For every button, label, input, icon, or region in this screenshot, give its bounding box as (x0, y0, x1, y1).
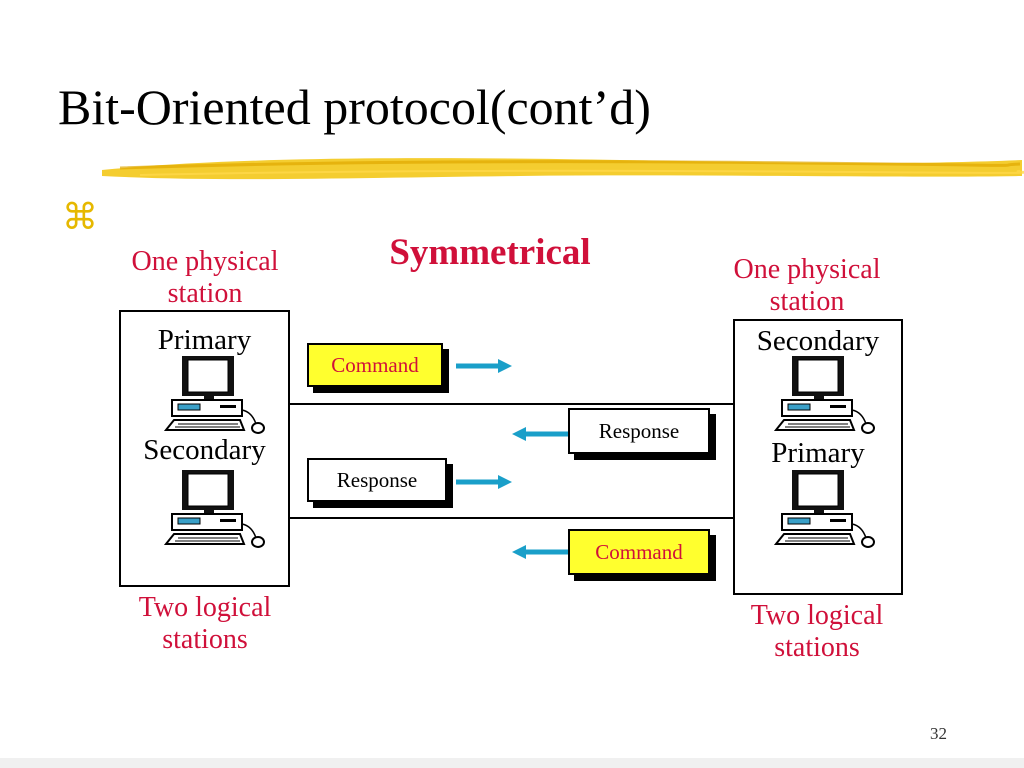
slide-title: Bit-Oriented protocol(cont’d) (58, 79, 651, 135)
right-station-bottom-label: Two logical stations (750, 600, 884, 663)
title-underline (102, 158, 1024, 180)
computer-icon (773, 356, 875, 434)
left-station-top-label: One physical station (131, 246, 279, 309)
right-station-top-label: One physical station (733, 254, 881, 317)
computer-icon (163, 470, 265, 548)
arrow-left-icon (512, 545, 568, 559)
response-message-box: Response (568, 408, 710, 454)
arrow-right-icon (456, 359, 512, 373)
diagram-title: Symmetrical (389, 232, 591, 273)
right-station-role-secondary: Secondary (756, 325, 880, 357)
computer-icon (163, 356, 265, 434)
arrow-right-icon (456, 475, 512, 489)
bullet-icon: ⌘ (62, 197, 98, 238)
command-message-box: Command (568, 529, 710, 575)
page-number: 32 (930, 724, 947, 743)
right-station-role-primary: Primary (771, 437, 865, 469)
computer-icon (773, 470, 875, 548)
arrow-left-icon (512, 427, 568, 441)
response-message-box: Response (307, 458, 447, 502)
command-message-box: Command (307, 343, 443, 387)
left-station-bottom-label: Two logical stations (138, 592, 272, 655)
footer-strip (0, 758, 1024, 768)
left-station-role-secondary: Secondary (143, 434, 266, 466)
left-station-role-primary: Primary (157, 324, 252, 356)
